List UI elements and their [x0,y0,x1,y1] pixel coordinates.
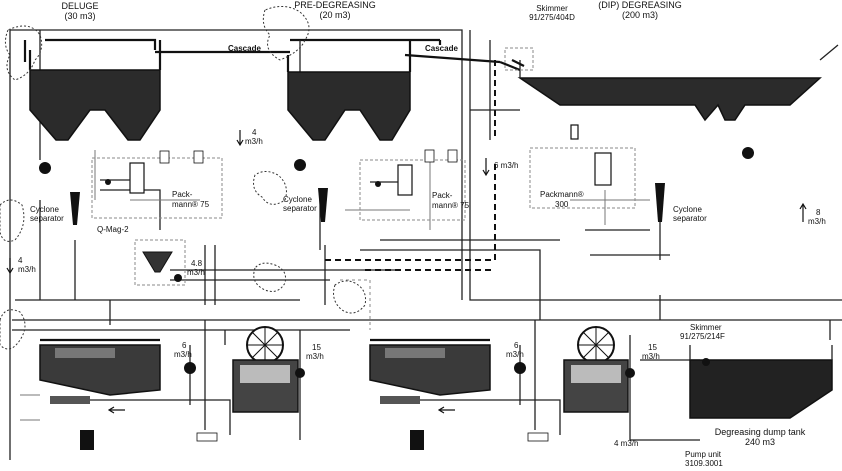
cyclone-2-label-b: separator [283,204,317,213]
treatment-unit-left [39,326,305,450]
cyclone-3-label-b: separator [673,214,707,223]
dip-degreasing-title: (DIP) DEGREASING [598,0,682,10]
cyclone-separator-1: Cyclone separator [30,192,80,225]
cyclone-3-label-a: Cyclone [673,205,702,214]
deluge-tank [28,40,162,174]
flow-label: 15 [648,343,657,352]
flow-label: m3/h [187,268,205,277]
cyclone-2-label-a: Cyclone [283,195,312,204]
pump-unit-label-b: 3109.3001 [685,459,723,468]
flow-label: 6 m3/h [494,161,518,170]
pump-icon [742,147,754,159]
cyclone-1-label-b: separator [30,214,64,223]
deluge-volume: (30 m3) [64,11,95,21]
flow-label: 8 [816,208,821,217]
flow-label: 6 [182,341,187,350]
flow-label: m3/h [506,350,524,359]
cyclone-separator-3: Cyclone separator [655,183,707,223]
packmann-1-label-b: mann® 75 [172,200,210,209]
predegreasing-title: PRE-DEGREASING [294,0,376,10]
cascade-label-1: Cascade [228,44,261,53]
flow-label: 4.8 [191,259,203,268]
skimmer-top-code: 91/275/404D [529,13,575,22]
predegreasing-volume: (20 m3) [319,10,350,20]
flow-label: 15 [312,343,321,352]
pump-icon [625,368,635,378]
pump-unit-label-a: Pump unit [685,450,722,459]
cascade-label-2: Cascade [425,44,458,53]
predegreasing-tank [286,40,412,171]
pump-icon [184,362,196,374]
container-icon [80,430,94,450]
flow-label: m3/h [18,265,36,274]
q-mag-unit: Q-Mag-2 [97,225,186,286]
packmann-filter-3: Packmann® 300 [529,124,636,209]
flow-label: m3/h [808,217,826,226]
dump-tank-name: Degreasing dump tank [715,427,806,437]
pump-icon [514,362,526,374]
dip-degreasing-tank [517,44,839,159]
dip-degreasing-volume: (200 m3) [622,10,658,20]
flow-label: m3/h [306,352,324,361]
flow-label: m3/h [245,137,263,146]
skimmer-top-label: Skimmer [536,4,568,13]
pump-icon [295,368,305,378]
treatment-unit-right [369,326,635,450]
packmann-1-label-a: Pack- [172,190,193,199]
packmann-filter-1: Pack- mann® 75 [91,150,223,219]
flow-label: m3/h [174,350,192,359]
packmann-filter-2: Pack- mann® 75 [359,149,470,221]
cyclone-separator-2: Cyclone separator [283,188,328,222]
flow-label: m3/h [642,352,660,361]
qmag-label: Q-Mag-2 [97,225,129,234]
cyclone-1-label-a: Cyclone [30,205,59,214]
packmann-2-label-a: Pack- [432,191,453,200]
packmann-2-label-b: mann® 75 [432,201,470,210]
vapour-outlines [0,6,366,350]
pump-icon [294,159,306,171]
flow-label: 4 m3/h [614,439,638,448]
flow-labels: 4 m3/h 4 m3/h 6 m3/h 8 m3/h 4.8 m3/h 6 m… [18,128,826,448]
skimmer-bottom-code: 91/275/214F [680,332,725,341]
skimmer-bottom-label: Skimmer [690,323,722,332]
degreasing-dump-tank: Degreasing dump tank 240 m3 Skimmer 91/2… [680,323,833,468]
dump-tank-volume: 240 m3 [745,437,775,447]
packmann-3-label-a: Packmann® [540,190,584,199]
flow-label: 6 [514,341,519,350]
flow-label: 4 [18,256,23,265]
container-icon [410,430,424,450]
flow-label: 4 [252,128,257,137]
packmann-3-label-b: 300 [555,200,569,209]
skimmer-top: Skimmer 91/275/404D [504,4,575,71]
flow-arrows [6,130,807,414]
pump-icon [39,162,51,174]
deluge-title: DELUGE [61,1,98,11]
